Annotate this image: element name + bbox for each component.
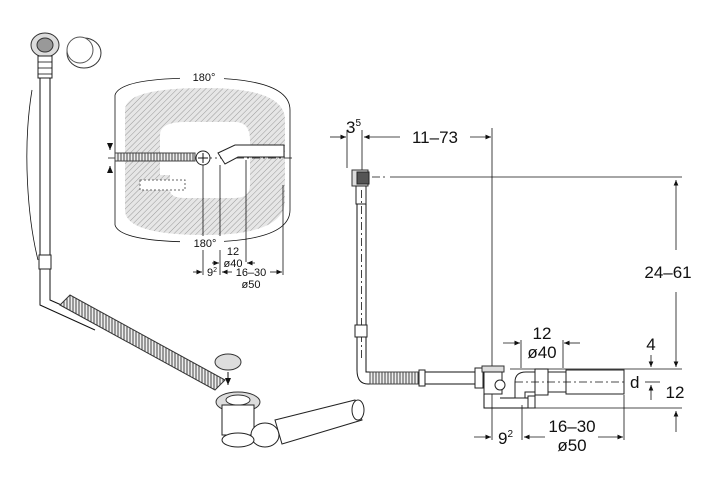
side-dim-12-right: 12 (666, 383, 685, 402)
drain-plug (214, 353, 242, 385)
side-dim-d40: ø40 (527, 343, 556, 362)
side-outlet-pipe (514, 368, 625, 399)
side-drain-body (481, 365, 536, 409)
product-illustration (26, 32, 365, 448)
plan-dim-16-30: 16–30 (236, 267, 267, 279)
overflow-head (30, 32, 60, 79)
plan-hose (114, 152, 196, 162)
side-dim-24-61: 24–61 (644, 263, 691, 282)
overflow-cover (66, 36, 102, 69)
plan-dim-d40: ø40 (224, 258, 243, 270)
side-corrugated-hose (369, 371, 421, 385)
side-dim-9-2: 92 (498, 429, 513, 448)
plan-dim-9: 92 (207, 267, 217, 279)
side-dim-12-top: 12 (533, 324, 552, 343)
side-dim-d: d (630, 373, 639, 392)
drain-body (215, 391, 280, 448)
side-overflow-pipe (356, 204, 480, 385)
plan-angle-top: 180° (193, 72, 216, 84)
side-dim-11-73: 11–73 (412, 128, 458, 147)
side-dim-16-30: 16–30 (548, 417, 595, 436)
plan-view: 180° 180° 12 ø40 92 16–30 ø50 (107, 70, 292, 291)
side-dim-3-5: 35 (346, 118, 361, 137)
outlet-pipe (274, 399, 363, 445)
side-overflow-head (351, 169, 370, 187)
side-dim-d50: ø50 (557, 436, 586, 455)
side-view: 35 11–73 d (330, 118, 692, 455)
plan-dim-12: 12 (227, 246, 239, 258)
plan-dim-d50: ø50 (242, 279, 261, 291)
bowden-cable (26, 89, 39, 261)
side-dim-4: 4 (646, 335, 655, 354)
plan-angle-bottom: 180° (194, 238, 217, 250)
corrugated-hose (59, 294, 226, 391)
plan-outlet (217, 144, 285, 165)
